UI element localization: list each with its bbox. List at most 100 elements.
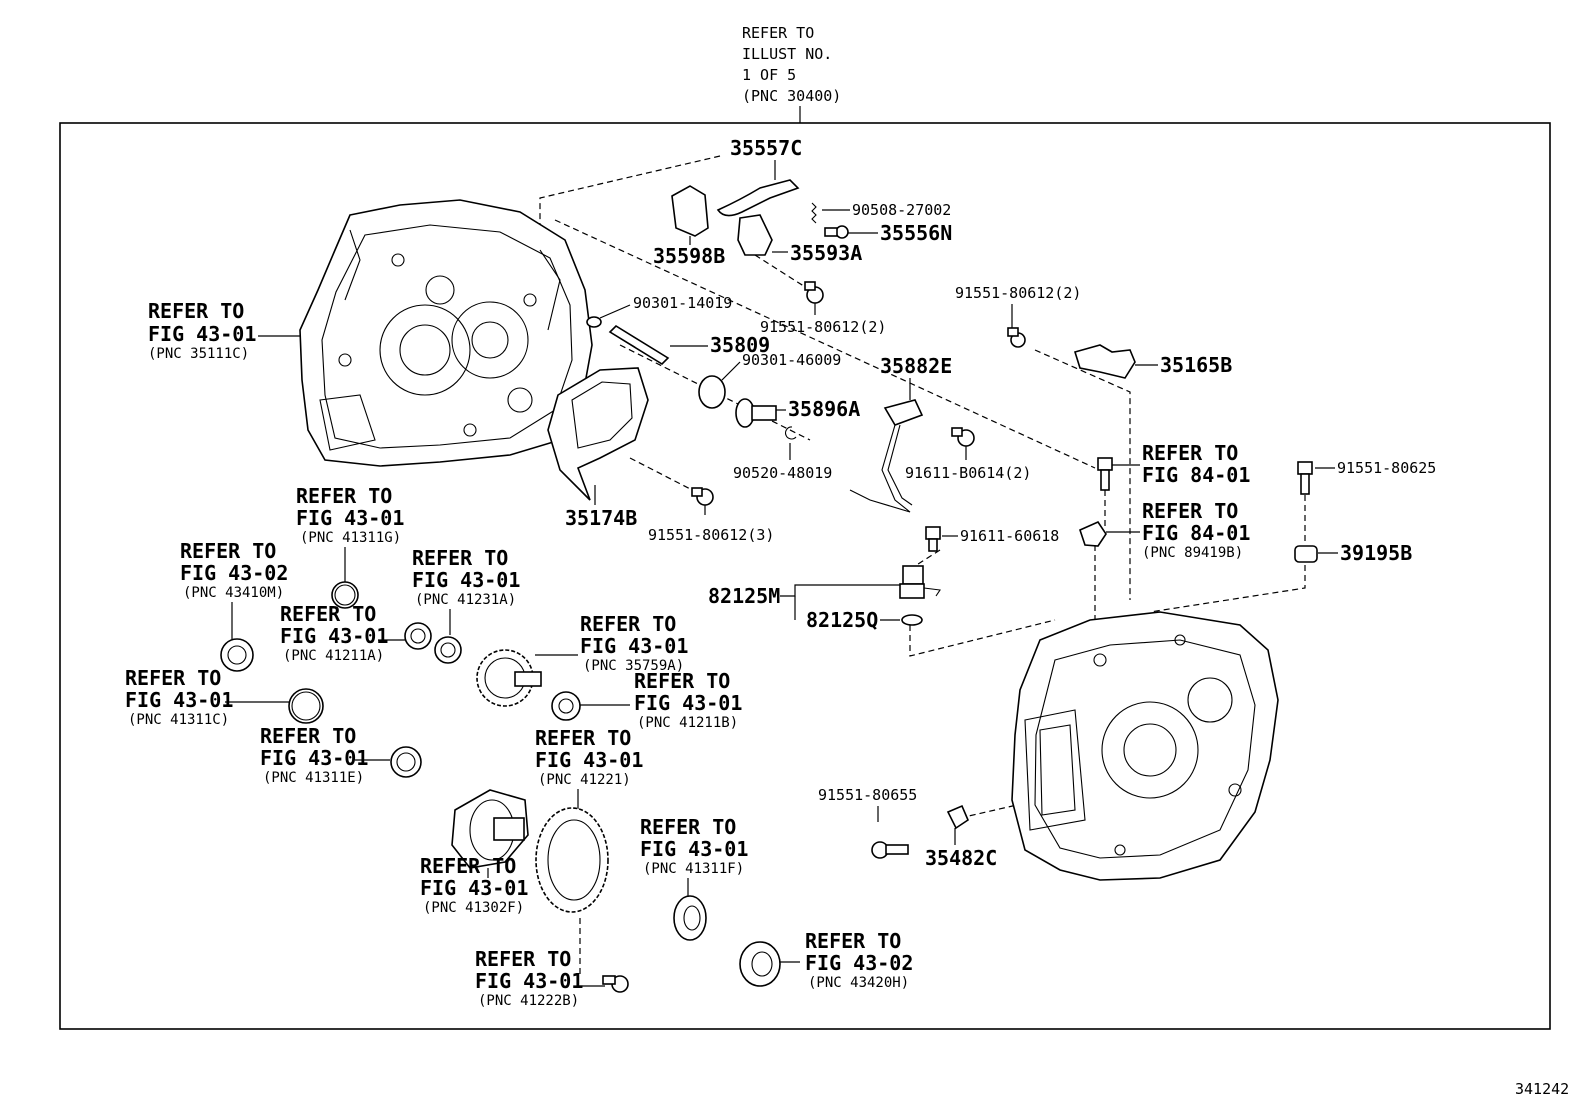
part-35165B[interactable]: 35165B: [1073, 344, 1232, 379]
svg-text:91611-60618: 91611-60618: [960, 527, 1059, 545]
header-note-line-2: ILLUST NO.: [742, 45, 832, 63]
part-35598B[interactable]: 35598B: [653, 185, 725, 268]
svg-text:(PNC 41231A): (PNC 41231A): [415, 592, 516, 608]
part-90301-46009[interactable]: 90301-46009: [698, 351, 841, 409]
part-91611-60618[interactable]: 91611-60618: [925, 526, 1059, 552]
part-35557C[interactable]: 35557C: [716, 136, 802, 217]
svg-text:(PNC 43410M): (PNC 43410M): [183, 585, 284, 601]
part-91551-80625[interactable]: 91551-80625: [1297, 459, 1436, 495]
transaxle-housing-illustration: [1011, 611, 1279, 881]
svg-text:90520-48019: 90520-48019: [733, 464, 832, 482]
svg-text:(PNC 41221): (PNC 41221): [538, 772, 631, 788]
svg-text:91551-80612(2): 91551-80612(2): [955, 284, 1081, 302]
svg-text:FIG 43-01: FIG 43-01: [296, 506, 404, 530]
part-91551-80612-2-right[interactable]: 91551-80612(2): [955, 284, 1081, 348]
part-35174B[interactable]: 35174B: [547, 367, 649, 530]
svg-text:35809: 35809: [710, 333, 770, 357]
svg-text:FIG 43-01: FIG 43-01: [125, 688, 233, 712]
svg-text:REFER TO: REFER TO: [260, 724, 356, 748]
svg-text:91611-B0614(2): 91611-B0614(2): [905, 464, 1031, 482]
part-90301-14019[interactable]: 90301-14019: [586, 294, 732, 328]
part-ref-41311E[interactable]: REFER TO FIG 43-01 (PNC 41311E): [260, 724, 422, 786]
part-35896A[interactable]: 35896A: [735, 397, 860, 428]
svg-text:FIG 43-01: FIG 43-01: [260, 746, 368, 770]
part-35482C[interactable]: 35482C: [925, 804, 997, 870]
svg-text:82125Q: 82125Q: [806, 608, 878, 632]
part-diff-case: [451, 789, 529, 869]
svg-text:REFER TO: REFER TO: [280, 602, 376, 626]
part-ref-41211B[interactable]: REFER TO FIG 43-01 (PNC 41211B): [551, 669, 742, 731]
svg-text:REFER TO: REFER TO: [296, 484, 392, 508]
svg-text:39195B: 39195B: [1340, 541, 1412, 565]
part-ref-41211A[interactable]: REFER TO FIG 43-01 (PNC 41211A): [280, 602, 432, 664]
part-ref-41311G[interactable]: REFER TO FIG 43-01 (PNC 41311G): [296, 484, 404, 609]
svg-text:REFER TO: REFER TO: [475, 947, 571, 971]
svg-text:REFER TO: REFER TO: [412, 546, 508, 570]
svg-text:FIG 43-01: FIG 43-01: [280, 624, 388, 648]
part-ref-43420H[interactable]: REFER TO FIG 43-02 (PNC 43420H): [739, 929, 913, 991]
part-ref-43410M[interactable]: REFER TO FIG 43-02 (PNC 43410M): [180, 539, 288, 672]
svg-text:REFER TO: REFER TO: [805, 929, 901, 953]
part-ref-41222B[interactable]: REFER TO FIG 43-01 (PNC 41222B): [475, 947, 629, 1009]
part-ref-41302F[interactable]: REFER TO FIG 43-01 (PNC 41302F): [420, 854, 528, 916]
svg-text:(PNC 41211A): (PNC 41211A): [283, 648, 384, 664]
part-35593A[interactable]: 35593A: [737, 214, 862, 265]
part-91551-80612-2-top[interactable]: 91551-80612(2): [760, 281, 886, 336]
part-90520-48019[interactable]: 90520-48019: [733, 426, 832, 482]
svg-text:35482C: 35482C: [925, 846, 997, 870]
svg-text:REFER TO: REFER TO: [640, 815, 736, 839]
ref-fig84-b: REFER TO FIG 84-01 (PNC 89419B): [1079, 499, 1250, 561]
svg-text:(PNC 35111C): (PNC 35111C): [148, 346, 249, 362]
svg-text:91551-80612(2): 91551-80612(2): [760, 318, 886, 336]
header-note-line-4: (PNC 30400): [742, 87, 841, 105]
svg-text:FIG 43-01: FIG 43-01: [634, 691, 742, 715]
svg-text:35174B: 35174B: [565, 506, 637, 530]
svg-text:FIG 43-01: FIG 43-01: [420, 876, 528, 900]
svg-text:90508-27002: 90508-27002: [852, 201, 951, 219]
part-ref-41311F[interactable]: REFER TO FIG 43-01 (PNC 41311F): [640, 815, 748, 941]
part-ref-41231A[interactable]: REFER TO FIG 43-01 (PNC 41231A): [412, 546, 520, 664]
svg-text:FIG 43-01: FIG 43-01: [475, 969, 583, 993]
part-91611-B0614[interactable]: 91611-B0614(2): [905, 427, 1031, 482]
svg-text:REFER TO: REFER TO: [1142, 499, 1238, 523]
svg-text:REFER TO: REFER TO: [125, 666, 221, 690]
part-39195B[interactable]: 39195B: [1294, 541, 1412, 565]
svg-text:FIG 43-01: FIG 43-01: [580, 634, 688, 658]
ref-fig84-a: REFER TO FIG 84-01: [1097, 441, 1250, 491]
svg-text:REFER TO: REFER TO: [535, 726, 631, 750]
assembly-dashed-lines: [539, 155, 1306, 975]
svg-text:REFER TO: REFER TO: [180, 539, 276, 563]
header-note-line-1: REFER TO: [742, 24, 814, 42]
svg-text:35556N: 35556N: [880, 221, 952, 245]
part-35882E[interactable]: 35882E: [849, 354, 952, 513]
svg-text:91551-80655: 91551-80655: [818, 786, 917, 804]
svg-text:FIG 43-01: FIG 43-01: [412, 568, 520, 592]
svg-text:35896A: 35896A: [788, 397, 860, 421]
part-ref-41311C[interactable]: REFER TO FIG 43-01 (PNC 41311C): [125, 666, 324, 728]
svg-text:(PNC 41311E): (PNC 41311E): [263, 770, 364, 786]
part-35556N[interactable]: 35556N: [824, 221, 952, 245]
part-ref-41221[interactable]: REFER TO FIG 43-01 (PNC 41221): [535, 726, 643, 913]
svg-text:(PNC 41302F): (PNC 41302F): [423, 900, 524, 916]
svg-text:90301-46009: 90301-46009: [742, 351, 841, 369]
part-35809[interactable]: 35809: [608, 324, 770, 366]
svg-text:FIG 43-01: FIG 43-01: [535, 748, 643, 772]
part-91551-80655[interactable]: 91551-80655: [818, 786, 917, 859]
svg-text:91551-80612(3): 91551-80612(3): [648, 526, 774, 544]
svg-text:(PNC 41311C): (PNC 41311C): [128, 712, 229, 728]
svg-text:FIG 43-02: FIG 43-02: [180, 561, 288, 585]
part-90508-27002[interactable]: 90508-27002: [811, 201, 951, 224]
part-ref-35759A[interactable]: REFER TO FIG 43-01 (PNC 35759A): [476, 612, 688, 707]
part-91551-80612-3[interactable]: 91551-80612(3): [648, 487, 774, 544]
part-82125M[interactable]: 82125M: [708, 565, 941, 620]
svg-text:(PNC 41311G): (PNC 41311G): [300, 530, 401, 546]
svg-text:(PNC 89419B): (PNC 89419B): [1142, 545, 1243, 561]
svg-text:(PNC 35759A): (PNC 35759A): [583, 658, 684, 674]
svg-text:35165B: 35165B: [1160, 353, 1232, 377]
header-note: REFER TO ILLUST NO. 1 OF 5 (PNC 30400): [742, 24, 841, 123]
part-82125Q[interactable]: 82125Q: [806, 608, 923, 632]
illustration-number: 341242: [1515, 1080, 1569, 1098]
svg-text:35598B: 35598B: [653, 244, 725, 268]
svg-text:REFER TO: REFER TO: [148, 299, 244, 323]
